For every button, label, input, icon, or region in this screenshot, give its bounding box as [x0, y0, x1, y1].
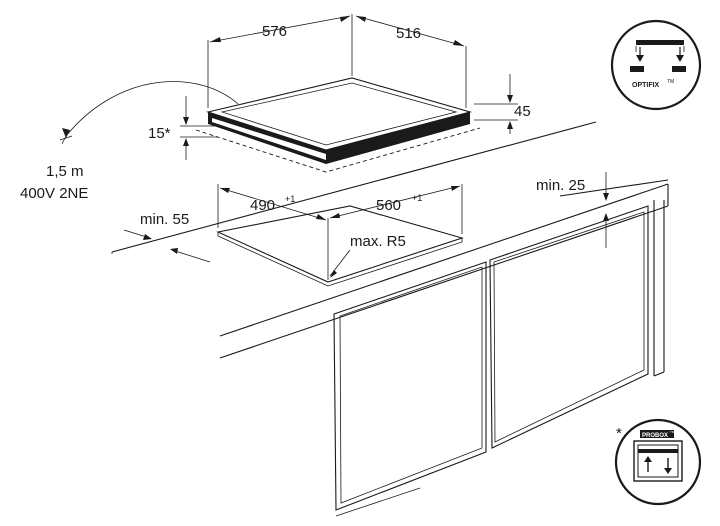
probox-label: PROBOX — [642, 433, 668, 439]
dimension-55: min. 55 — [123, 211, 211, 263]
hob-side-edge — [326, 112, 470, 164]
dim-55-label: min. 55 — [140, 211, 189, 228]
down-arrow-icon — [636, 55, 644, 62]
dimension-r5: max. R5 — [329, 233, 406, 278]
optifix-tm: TM — [667, 79, 674, 85]
dim-25-label: min. 25 — [536, 177, 585, 194]
cutout — [216, 205, 464, 287]
dim-45-label: 45 — [514, 103, 531, 120]
optifix-badge: OPTIFIX TM — [610, 19, 702, 111]
dim-490-tolerance: +1 — [285, 194, 295, 204]
dim-490-label: 490 — [250, 197, 275, 214]
dimension-560: 560 +1 — [329, 184, 463, 234]
dim-15-label: 15* — [148, 125, 171, 142]
dimension-490: 490 +1 — [217, 184, 329, 280]
hob-glass-edge — [220, 82, 458, 146]
cable-spec-label: 400V 2NE — [20, 185, 88, 202]
optifix-label: OPTIFIX — [632, 82, 660, 89]
dimension-15: 15* — [148, 96, 218, 160]
dim-560-label: 560 — [376, 197, 401, 214]
power-cable: 1,5 m 400V 2NE — [20, 81, 239, 202]
cable-length-label: 1,5 m — [46, 163, 84, 180]
dim-516-label: 516 — [396, 25, 421, 42]
probox-asterisk: * — [616, 425, 622, 442]
dim-r5-label: max. R5 — [350, 233, 406, 250]
down-arrow-icon — [676, 55, 684, 62]
probox-tm: TM — [670, 430, 675, 434]
dimension-516: 516 — [355, 15, 467, 108]
dimension-45: 45 — [474, 74, 531, 134]
probox-badge: * PROBOX TM — [614, 418, 702, 506]
hob — [195, 77, 481, 173]
cutout-outline — [216, 205, 464, 283]
dim-576-label: 576 — [262, 23, 287, 40]
down-arrow-icon — [664, 468, 672, 474]
worktop — [111, 121, 669, 359]
up-arrow-icon — [644, 456, 652, 462]
cabinet — [333, 200, 665, 517]
dimension-576: 576 — [207, 14, 353, 108]
cabinet-door-right — [489, 205, 649, 449]
dimension-25: min. 25 — [536, 172, 609, 248]
dim-560-tolerance: +1 — [412, 193, 422, 203]
hob-top-surface — [205, 77, 473, 151]
cabinet-door-left — [333, 261, 487, 511]
